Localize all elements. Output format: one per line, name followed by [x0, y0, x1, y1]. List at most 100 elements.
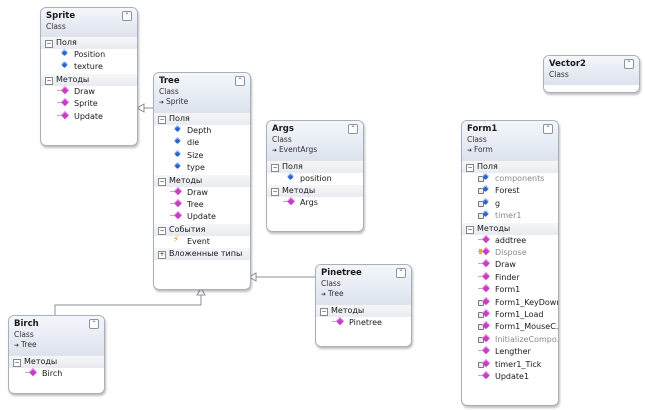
section-title: Методы	[24, 357, 58, 366]
member-field[interactable]: Size	[154, 150, 250, 162]
member-method[interactable]: Form1	[462, 284, 558, 296]
collapse-button[interactable]: ⌃	[543, 124, 553, 134]
member-method[interactable]: Update	[41, 111, 137, 123]
member-name: Depth	[187, 126, 212, 135]
member-method[interactable]: Update	[154, 211, 250, 223]
member-method[interactable]: Update1	[462, 371, 558, 383]
member-method[interactable]: addtree	[462, 235, 558, 247]
section-title: Методы	[169, 175, 203, 185]
member-method[interactable]: Form1_Load	[462, 309, 558, 321]
collapse-section-icon[interactable]: −	[13, 359, 21, 367]
inherit-birch-tree	[54, 295, 202, 315]
method-icon	[57, 86, 71, 95]
collapse-section-icon[interactable]: −	[466, 225, 474, 234]
field-icon	[170, 137, 184, 146]
collapse-button[interactable]: ⌃	[624, 59, 634, 69]
member-method[interactable]: Pinetree	[316, 317, 411, 329]
member-method[interactable]: Dispose	[462, 247, 558, 259]
member-method[interactable]: Draw	[41, 86, 137, 98]
member-field[interactable]: texture	[41, 61, 137, 73]
section-методы[interactable]: −Методы	[267, 185, 363, 198]
class-name: Tree	[159, 76, 180, 86]
member-event[interactable]: Event	[154, 234, 250, 248]
member-name: Form1_KeyDown	[495, 297, 559, 307]
member-method[interactable]: timer1_Tick	[462, 359, 558, 371]
section-методы[interactable]: −Методы	[154, 174, 250, 187]
member-field[interactable]: type	[154, 162, 250, 174]
collapse-section-icon[interactable]: −	[158, 226, 166, 235]
member-field[interactable]: die	[154, 137, 250, 149]
class-kind: Class	[321, 279, 341, 288]
section-методы[interactable]: −Методы	[462, 222, 558, 235]
section-методы[interactable]: −Методы	[9, 356, 104, 368]
member-method[interactable]: Form1_MouseC...	[462, 321, 558, 333]
section-методы[interactable]: −Методы	[41, 73, 137, 86]
inherit-arrow-icon: ➔	[14, 342, 21, 349]
collapse-section-icon[interactable]: −	[45, 76, 53, 85]
member-method[interactable]: Draw	[462, 259, 558, 271]
collapse-button[interactable]: ⌃	[89, 319, 99, 329]
private-icon	[478, 299, 484, 306]
private-icon	[478, 176, 484, 182]
member-method[interactable]: Lengther	[462, 346, 558, 358]
section-поля[interactable]: −Поля	[41, 37, 137, 49]
member-name: Draw	[495, 260, 516, 270]
member-field[interactable]: Depth	[154, 125, 250, 137]
member-field[interactable]: Forest	[462, 185, 558, 197]
section-события[interactable]: −События	[154, 223, 250, 236]
collapse-section-icon[interactable]: −	[271, 164, 279, 172]
member-name: Size	[187, 150, 204, 160]
collapse-section-icon[interactable]: −	[271, 188, 279, 197]
member-field[interactable]: g	[462, 198, 558, 210]
collapse-button[interactable]: ⌃	[235, 76, 245, 86]
member-field[interactable]: components	[462, 173, 558, 185]
collapse-button[interactable]: ⌃	[348, 124, 358, 134]
member-method[interactable]: Finder	[462, 272, 558, 284]
member-method[interactable]: Form1_KeyDown	[462, 297, 558, 309]
member-name: Args	[300, 198, 318, 208]
member-method[interactable]: InitializeCompo...	[462, 334, 558, 346]
member-method[interactable]: Args	[267, 197, 363, 209]
member-method[interactable]: Tree	[154, 199, 250, 211]
collapse-button[interactable]: ⌃	[396, 268, 406, 278]
member-field[interactable]: timer1	[462, 210, 558, 222]
field-icon	[170, 150, 184, 159]
collapse-section-icon[interactable]: −	[466, 164, 474, 172]
member-name: Form1_Load	[495, 310, 544, 320]
member-method[interactable]: Draw	[154, 187, 250, 199]
field-icon	[170, 162, 184, 171]
member-name: texture	[74, 62, 103, 72]
member-method[interactable]: Sprite	[41, 98, 137, 110]
member-name: Tree	[187, 200, 204, 210]
expand-icon[interactable]: +	[158, 251, 166, 260]
base-class-name: Tree	[20, 340, 37, 349]
section-поля[interactable]: −Поля	[462, 161, 558, 173]
section-методы[interactable]: −Методы	[316, 305, 411, 317]
section-вложенные типы[interactable]: +Вложенные типы	[154, 248, 250, 261]
section-поля[interactable]: −Поля	[267, 161, 363, 173]
collapse-section-icon[interactable]: −	[158, 177, 166, 186]
collapse-section-icon[interactable]: −	[320, 308, 328, 316]
member-name: Lengther	[495, 347, 531, 357]
collapse-section-icon[interactable]: −	[45, 40, 53, 48]
member-field[interactable]: Position	[41, 49, 137, 61]
member-method[interactable]: Birch	[9, 368, 104, 380]
section-поля[interactable]: −Поля	[154, 113, 250, 125]
collapse-section-icon[interactable]: −	[158, 116, 166, 124]
field-icon	[478, 173, 492, 182]
member-field[interactable]: position	[267, 173, 363, 185]
collapse-button[interactable]: ⌃	[122, 11, 132, 21]
